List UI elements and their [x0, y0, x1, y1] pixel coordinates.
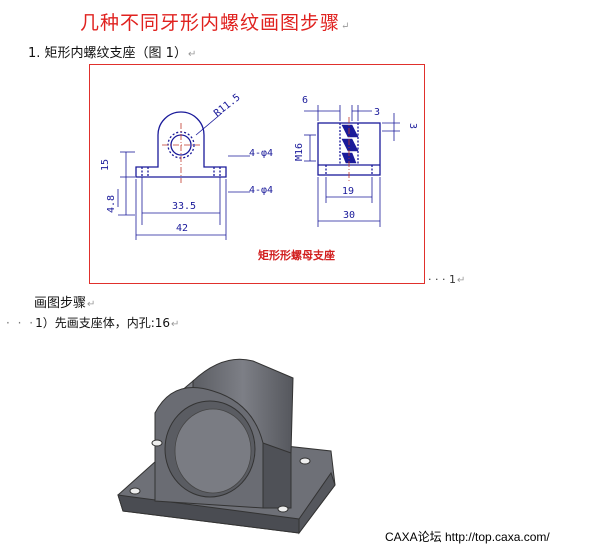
steps-heading: 画图步骤↵ [34, 296, 96, 311]
engineering-drawing-figure: R11.5 15 4.8 4-φ4 4-φ4 33.5 42 [89, 64, 425, 284]
step-1-text: · · ·1）先画支座体，内孔:16↵ [6, 316, 180, 330]
thread-m16-label: M16 [294, 143, 305, 161]
figure-caption: 矩形形螺母支座 [258, 248, 335, 262]
render-svg [117, 358, 336, 535]
radius-dimension: R11.5 [212, 92, 242, 119]
paragraph-mark: ↵ [171, 319, 180, 330]
height-15-dimension: 15 [100, 159, 111, 171]
bore-inner [174, 408, 252, 494]
watermark: CAXA论坛 http://top.caxa.com/ [385, 530, 550, 544]
height-48-dimension: 4.8 [106, 195, 117, 213]
drawing-svg: R11.5 15 4.8 4-φ4 4-φ4 33.5 42 [100, 92, 418, 262]
width-335-dimension: 33.5 [172, 201, 196, 212]
paragraph-mark: ↵ [456, 275, 466, 286]
support-3d-render [73, 333, 385, 543]
support-side-face [262, 442, 292, 509]
front-view [117, 111, 250, 240]
width-42-dimension: 42 [176, 223, 188, 234]
front-view-outline [135, 111, 227, 178]
side-view [304, 105, 400, 227]
document-title: 几种不同牙形内螺纹画图步骤↵ [80, 12, 351, 34]
front-view-centerlines [162, 123, 200, 183]
side-view-labels: 6 3 3 M16 19 30 [294, 95, 418, 221]
paragraph-mark: ↵ [187, 49, 197, 60]
hole-label-top: 4-φ4 [249, 148, 273, 159]
paragraph-mark: ↵ [341, 21, 351, 32]
dim-6: 6 [302, 95, 308, 106]
mounting-hole-1 [151, 439, 163, 447]
figure-number: · · · 1↵ [428, 273, 466, 286]
width-19-dimension: 19 [342, 186, 354, 197]
thread-hatching [341, 124, 359, 164]
base-plate-side [298, 471, 336, 535]
paragraph-mark: ↵ [87, 299, 96, 310]
width-30-dimension: 30 [343, 210, 355, 221]
mounting-hole-2 [129, 487, 141, 495]
dim-3-right: 3 [407, 123, 418, 129]
mounting-hole-4 [277, 505, 289, 513]
section-heading: 1. 矩形内螺纹支座（图 1）↵ [28, 46, 197, 61]
mounting-hole-3 [299, 457, 311, 465]
dim-3-top: 3 [374, 107, 380, 118]
hole-label-bottom: 4-φ4 [249, 185, 273, 196]
